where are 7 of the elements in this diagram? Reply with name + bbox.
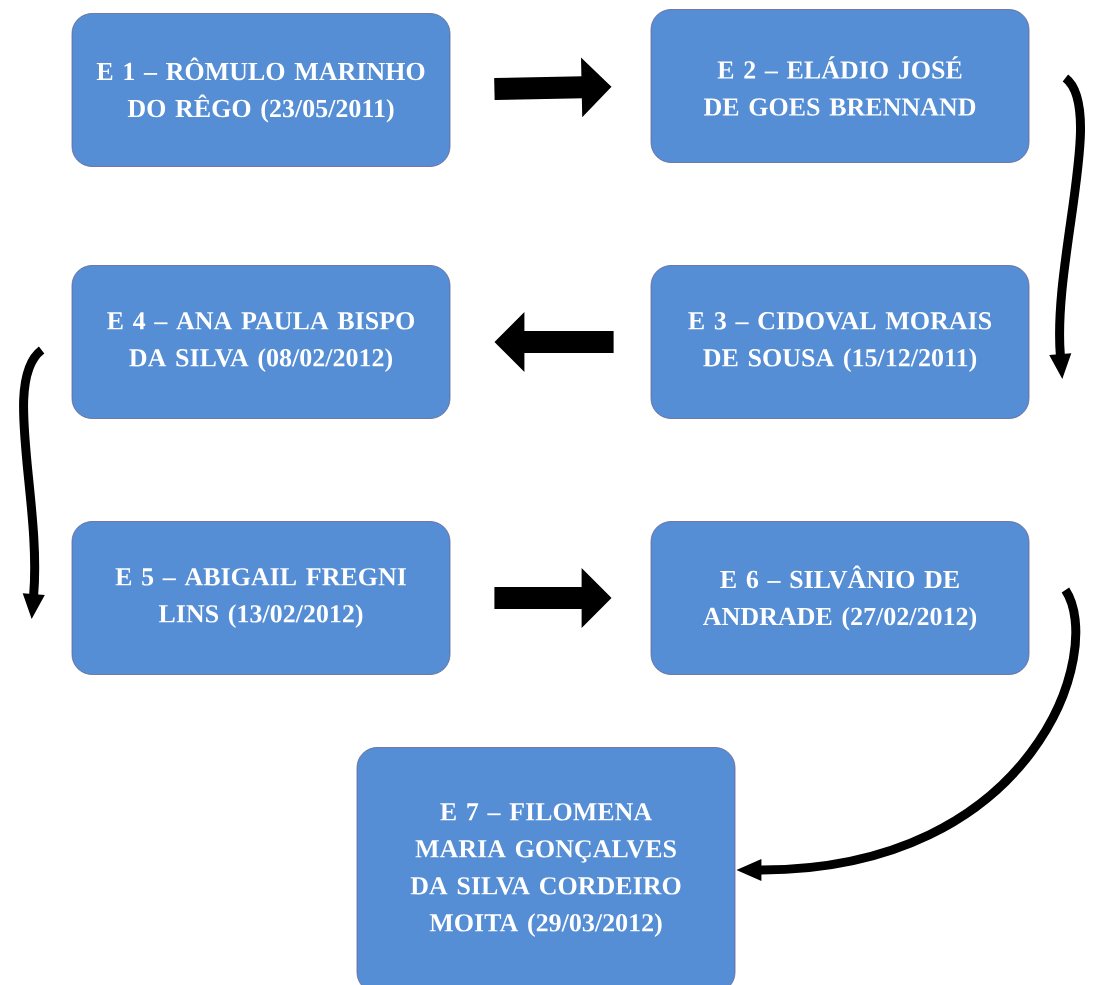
name-box: E 7 – FILOMENA MARIA GONÇALVES DA SILVA CORDEIRO MOITA (29/03/2012) — [356, 747, 736, 985]
name-box: E 2 – ELÁDIO JOSÉ DE GOES BRENNAND — [650, 9, 1030, 163]
name-box: E 4 – ANA PAULA BISPO DA SILVA (08/02/2012) — [71, 265, 451, 419]
name-box: E 6 – SILVÂNIO DE ANDRADE (27/02/2012) — [650, 521, 1030, 675]
name-box: E 5 – ABIGAIL FREGNI LINS (13/02/2012) — [71, 521, 451, 675]
name-box: E 1 – RÔMULO MARINHO DO RÊGO (23/05/2011) — [71, 13, 451, 167]
name-box: E 3 – CIDOVAL MORAIS DE SOUSA (15/12/2011) — [650, 265, 1030, 419]
